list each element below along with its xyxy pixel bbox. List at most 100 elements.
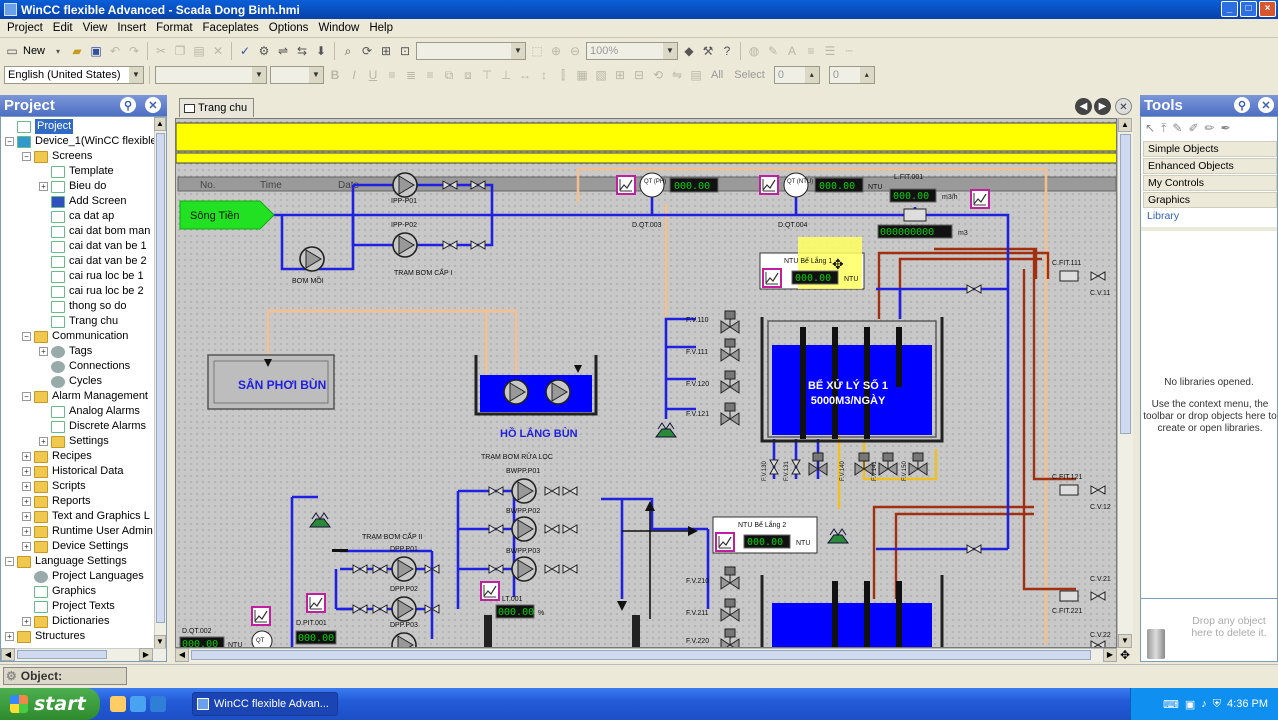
- tree-item[interactable]: Project Languages: [22, 569, 144, 584]
- tree-item[interactable]: cai dat van be 1: [39, 239, 147, 254]
- level-display[interactable]: [495, 604, 535, 619]
- cross-reference-icon[interactable]: ⊞: [380, 44, 392, 58]
- previous-tab-icon[interactable]: ◀: [1075, 98, 1092, 115]
- expand-icon[interactable]: +: [22, 617, 31, 626]
- delete-icon[interactable]: ✕: [212, 44, 224, 58]
- tree-item[interactable]: −Device_1(WinCC flexible: [5, 134, 157, 149]
- tools-library[interactable]: Library: [1143, 209, 1277, 225]
- pump-bwpp-p01-icon[interactable]: [511, 478, 537, 504]
- valve-icon[interactable]: [470, 240, 486, 250]
- save-icon[interactable]: ▣: [90, 44, 102, 58]
- expand-icon[interactable]: +: [22, 497, 31, 506]
- qt-ntu-instrument[interactable]: [783, 172, 809, 198]
- scroll-left-icon[interactable]: ◀: [175, 648, 189, 662]
- ph-display[interactable]: [669, 177, 719, 193]
- scroll-up-icon[interactable]: ▲: [154, 117, 166, 131]
- pressure-display[interactable]: [295, 630, 337, 645]
- flow-meter-icon[interactable]: [1059, 270, 1079, 282]
- ie-icon[interactable]: [150, 696, 166, 712]
- menu-format[interactable]: Format: [156, 22, 193, 34]
- tree-item[interactable]: Template: [39, 164, 114, 179]
- qt002-display[interactable]: [179, 636, 225, 648]
- menu-edit[interactable]: Edit: [52, 22, 73, 34]
- trend-tank2-icon[interactable]: [715, 532, 735, 552]
- expand-icon[interactable]: +: [22, 512, 31, 521]
- library-icon[interactable]: ◆: [684, 44, 694, 58]
- pump-dpp-p03-icon[interactable]: [391, 632, 417, 648]
- upload-icon[interactable]: ⤒: [1161, 121, 1167, 135]
- keyboard-icon[interactable]: ⌨: [1162, 698, 1179, 711]
- check-icon[interactable]: ✓: [239, 44, 251, 58]
- tree-item[interactable]: +Bieu do: [39, 179, 106, 194]
- menu-view[interactable]: View: [82, 22, 108, 34]
- tree-item[interactable]: thong so do: [39, 299, 127, 314]
- project-vscroll[interactable]: ▲ ▼: [154, 117, 166, 649]
- sludge-pump-icon[interactable]: [503, 379, 529, 405]
- valve-fv211-icon[interactable]: [720, 598, 740, 622]
- marker-icon[interactable]: ✒: [1220, 121, 1231, 135]
- valve-icon[interactable]: [372, 564, 388, 574]
- pump-dpp-p02-icon[interactable]: [391, 596, 417, 622]
- expand-icon[interactable]: +: [22, 467, 31, 476]
- taskbar-wincc-item[interactable]: WinCC flexible Advan...: [192, 692, 338, 716]
- clock[interactable]: 4:36 PM: [1227, 698, 1268, 710]
- zoom-in-icon[interactable]: ⊕: [550, 44, 562, 58]
- object-field[interactable]: ⚙ Object:: [3, 666, 127, 685]
- align-top-icon[interactable]: ⊤: [481, 68, 493, 82]
- canvas-hscroll[interactable]: ◀ ▶: [175, 648, 1117, 662]
- same-height-icon[interactable]: ↕: [541, 68, 547, 82]
- expand-icon[interactable]: +: [39, 182, 48, 191]
- scroll-down-icon[interactable]: ▼: [154, 635, 166, 649]
- tree-item[interactable]: Project Texts: [22, 599, 115, 614]
- ungroup-icon[interactable]: ▧: [595, 68, 607, 82]
- expand-icon[interactable]: +: [22, 542, 31, 551]
- valve-fv130-icon[interactable]: [769, 459, 779, 475]
- simulate-icon[interactable]: ⇌: [277, 44, 289, 58]
- align-bottom-icon[interactable]: ⊥: [500, 68, 512, 82]
- scroll-thumb[interactable]: [1120, 134, 1131, 434]
- tree-item[interactable]: Analog Alarms: [39, 404, 140, 419]
- tree-item[interactable]: +Settings: [39, 434, 109, 449]
- zoom-combo[interactable]: 100%▼: [586, 42, 679, 60]
- bold-icon[interactable]: B: [330, 68, 340, 82]
- project-hscroll[interactable]: ◀ ▶: [1, 648, 166, 661]
- tank2-ntu-display[interactable]: [743, 534, 791, 549]
- tree-item[interactable]: +Recipes: [22, 449, 92, 464]
- layer-icon[interactable]: ▤: [690, 68, 702, 82]
- next-tab-icon[interactable]: ▶: [1094, 98, 1111, 115]
- valve-fv110-icon[interactable]: [720, 310, 740, 334]
- transfer-icon[interactable]: ⇆: [296, 44, 308, 58]
- menu-options[interactable]: Options: [268, 22, 309, 34]
- browser-icon[interactable]: [130, 696, 146, 712]
- underline-icon[interactable]: U: [368, 68, 378, 82]
- menu-window[interactable]: Window: [318, 22, 360, 34]
- volume-icon[interactable]: ♪: [1201, 698, 1207, 710]
- flow-display[interactable]: [889, 188, 937, 203]
- valve-icon[interactable]: [352, 564, 368, 574]
- pump-ipp-p02-icon[interactable]: [392, 232, 418, 258]
- valve-icon[interactable]: [878, 452, 898, 476]
- scroll-thumb[interactable]: [17, 650, 107, 659]
- compile-icon[interactable]: ⚙: [258, 44, 270, 58]
- menu-help[interactable]: Help: [369, 22, 393, 34]
- mixer-icon[interactable]: [309, 512, 331, 528]
- tree-item[interactable]: −Screens: [22, 149, 92, 164]
- folder-icon[interactable]: [110, 696, 126, 712]
- align-left-icon[interactable]: ≡: [388, 68, 396, 82]
- ntu-display[interactable]: [814, 177, 864, 193]
- valve-fv131-icon[interactable]: [791, 459, 801, 475]
- alarm-banner[interactable]: [176, 122, 1117, 152]
- italic-icon[interactable]: I: [352, 68, 356, 82]
- pump-dpp-p01-icon[interactable]: [391, 556, 417, 582]
- group-icon[interactable]: ▦: [576, 68, 588, 82]
- tree-item[interactable]: cai dat van be 2: [39, 254, 147, 269]
- flow-meter-icon[interactable]: [1059, 590, 1079, 602]
- trend-tank1-icon[interactable]: [762, 268, 782, 288]
- valve-icon[interactable]: [1090, 271, 1106, 281]
- menu-project[interactable]: Project: [7, 22, 43, 34]
- scroll-right-icon[interactable]: ▶: [139, 648, 153, 661]
- tree-item[interactable]: +Device Settings: [22, 539, 128, 554]
- menu-faceplates[interactable]: Faceplates: [202, 22, 259, 34]
- tree-item[interactable]: Graphics: [22, 584, 96, 599]
- scroll-right-icon[interactable]: ▶: [1103, 648, 1117, 662]
